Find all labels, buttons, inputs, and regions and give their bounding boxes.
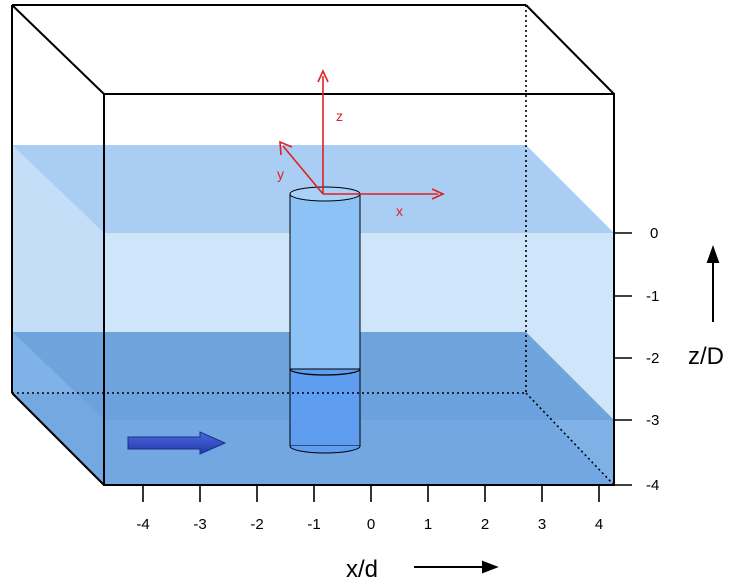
z-axis-title: z/D bbox=[688, 343, 724, 370]
x-tick-label: 2 bbox=[481, 516, 489, 533]
hidden-edges bbox=[12, 5, 615, 486]
x-tick-label: -2 bbox=[250, 516, 263, 533]
x-tick-label: -4 bbox=[136, 516, 149, 533]
z-direction-arrow bbox=[706, 245, 720, 322]
z-tick-label: -1 bbox=[646, 288, 659, 305]
x-tick-label: 4 bbox=[595, 516, 603, 533]
flow-direction-arrow bbox=[127, 431, 227, 455]
z-axis-ticks bbox=[614, 232, 632, 486]
x-axis-ticks bbox=[142, 485, 600, 502]
y-axis-label: y bbox=[277, 166, 284, 182]
cylinder-upper-body bbox=[289, 193, 361, 370]
x-tick-label: -1 bbox=[307, 516, 320, 533]
x-direction-arrow bbox=[414, 560, 499, 574]
domain-box bbox=[11, 4, 615, 486]
cylinder-bottom-edge bbox=[289, 445, 361, 454]
x-axis-title: x/d bbox=[346, 556, 378, 583]
x-tick-label: 3 bbox=[538, 516, 546, 533]
x-axis-label: x bbox=[396, 203, 403, 219]
x-tick-label: 0 bbox=[367, 516, 375, 533]
cylinder-lower-body bbox=[289, 368, 361, 447]
z-tick-label: 0 bbox=[650, 225, 658, 242]
cylinder-mid-edge bbox=[289, 368, 361, 376]
z-axis-label: z bbox=[336, 108, 343, 124]
x-tick-label: -3 bbox=[193, 516, 206, 533]
coordinate-axes bbox=[279, 69, 445, 200]
z-tick-label: -4 bbox=[646, 477, 659, 494]
z-tick-label: -2 bbox=[646, 350, 659, 367]
z-tick-label: -3 bbox=[646, 412, 659, 429]
x-tick-label: 1 bbox=[424, 516, 432, 533]
